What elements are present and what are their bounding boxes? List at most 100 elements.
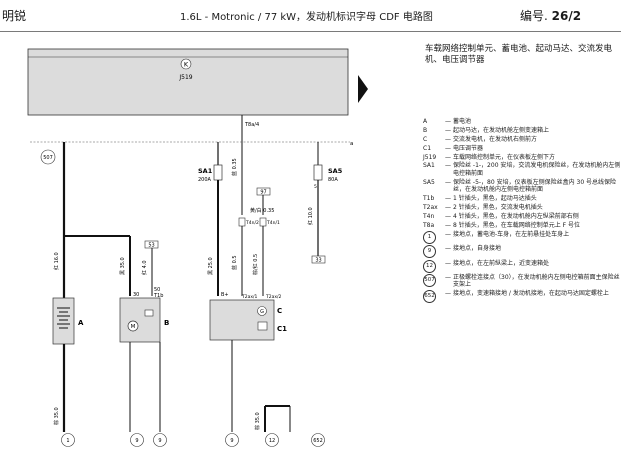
legend-key: C1 xyxy=(423,144,432,152)
pin-t4n1: T4n/1 xyxy=(266,220,280,226)
legend-text: 保险丝 -1-，200 安培，交流发电机保险丝，在发动机舱内左侧电控箱前面 xyxy=(453,162,621,177)
alternator-letter: G xyxy=(260,309,264,315)
regulator-symbol xyxy=(257,321,268,331)
legend-text: 车载网络控制单元，在仪表板左侧下方 xyxy=(453,153,556,161)
plug-t4n1 xyxy=(259,217,267,227)
page-number: 编号. 26/2 xyxy=(520,10,581,22)
regulator-label: C1 xyxy=(277,325,287,333)
ground-9a-label: 9 xyxy=(135,438,138,444)
pin-50: 50 xyxy=(154,287,160,293)
legend-item: SA1 —保险丝 -1-，200 安培，交流发电机保险丝，在发动机舱内左侧电控箱前… xyxy=(423,162,621,177)
legend-key: T8a xyxy=(423,221,435,229)
ground-12 xyxy=(265,433,279,447)
legend-text: 2 针插头，黑色，交流发电机插头 xyxy=(453,204,543,212)
legend-text: 交流发电机，在发动机右侧前方 xyxy=(453,135,538,143)
legend-key: T1b xyxy=(423,195,435,203)
legend-text: 8 针插头，黑色，在车载网络控制单元上 F 号位 xyxy=(453,221,580,229)
connector-507 xyxy=(40,149,56,165)
legend-circle-key: 507 xyxy=(423,273,443,289)
ground-9c-label: 9 xyxy=(230,438,233,444)
legend-dash: — xyxy=(445,162,451,170)
legend-dash: — xyxy=(445,153,451,161)
starter-motor-letter: M xyxy=(131,324,136,330)
legend-dash: — xyxy=(445,230,451,238)
wire5-label: 蓝 0.35 xyxy=(231,158,238,176)
pin-t4n2: T4n/2 xyxy=(245,220,259,226)
ground-9c xyxy=(225,433,239,447)
page-title: 1.6L - Motronic / 77 kW，发动机标识字母 CDF 电路图 xyxy=(180,12,433,23)
connector-97-label: 97 xyxy=(260,190,266,196)
wire6-label: 蓝 0.5 xyxy=(231,255,238,270)
legend-key: T4n xyxy=(423,213,435,221)
k-label: K xyxy=(184,61,189,69)
legend-dash: — xyxy=(445,221,451,229)
legend-circle-key: 9 xyxy=(423,245,443,259)
legend-circle-item: 12—接地点，在左前纵梁上，近变速箱处 xyxy=(423,259,621,273)
legend-key: J519 xyxy=(423,153,437,161)
header-rule xyxy=(0,31,621,32)
fuse-sa1-name: SA1 xyxy=(198,167,213,175)
fuse-sa5-name: SA5 xyxy=(328,167,343,175)
legend-key: T2ax xyxy=(423,204,438,212)
battery-label: A xyxy=(78,319,84,327)
pin-t8a4: T8a/4 xyxy=(244,122,259,128)
wire11-label: 棕 35.0 xyxy=(254,412,261,430)
legend-circle-item: 9—接地点，自身接地 xyxy=(423,245,621,259)
starter-b xyxy=(119,297,161,343)
legend-text: 接地点，蓄电池-车身，在左前悬挂处车身上 xyxy=(453,230,570,238)
legend-circle-key: 12 xyxy=(423,259,443,273)
starter-motor-symbol xyxy=(127,320,139,332)
legend-key: SA5 xyxy=(423,178,435,186)
legend-item: J519 —车载网络控制单元，在仪表板左侧下方 xyxy=(423,154,621,162)
legend-key: C xyxy=(423,135,428,143)
legend-circle-key: 652 xyxy=(423,290,443,304)
legend-dash: — xyxy=(445,290,451,298)
starter-solenoid xyxy=(144,309,154,317)
legend-dash: — xyxy=(445,273,451,281)
legend-dash: — xyxy=(445,118,451,125)
legend-circle-item: 1—接地点，蓄电池-车身，在左前悬挂处车身上 xyxy=(423,230,621,244)
j519-label: J519 xyxy=(178,74,192,81)
pin-t2ax1: T2ax/1 xyxy=(241,294,258,300)
legend-key: A xyxy=(423,118,428,125)
wire1-label: 红 16.0 xyxy=(53,252,60,270)
legend-item: T1b—1 针插头，黑色，起动马达插头 xyxy=(423,195,621,203)
continuation-arrow xyxy=(358,75,368,103)
legend-text: 1 针插头，黑色，起动马达插头 xyxy=(453,195,537,203)
legend-dash: — xyxy=(445,178,451,186)
legend-dash: — xyxy=(445,144,451,152)
connector-53-label: 53 xyxy=(148,243,154,249)
legend-key: SA1 xyxy=(423,162,435,170)
ground-12-label: 12 xyxy=(269,438,275,444)
legend-text: 电压调节器 xyxy=(453,144,484,152)
wire4-label: 黑 25.0 xyxy=(208,257,214,275)
pin-bplus: B+ xyxy=(221,292,229,298)
wire10-label: 棕 35.0 xyxy=(53,407,60,425)
legend-item: T8a —8 针插头，黑色，在车载网络控制单元上 F 号位 xyxy=(423,222,621,230)
wire8-label: 棕/红 0.5 xyxy=(252,254,259,275)
starter-label: B xyxy=(164,319,169,327)
fuse-sa5 xyxy=(313,164,323,181)
legend-text: 蓄电池 xyxy=(453,118,472,125)
wire7-label: 黄/白 0.35 xyxy=(250,207,274,214)
alternator-label: C xyxy=(277,307,282,315)
connector-507-label: 507 xyxy=(43,155,53,161)
ground-1-label: 1 xyxy=(66,438,69,444)
legend-text: 4 针插头，黑色，在发动机舱内左纵梁前部右侧 xyxy=(453,213,579,221)
legend-text: 正极螺栓连接点（30），在发动机舱内左侧电控箱前面主保险丝支架上 xyxy=(453,273,620,289)
bus-label-a: a xyxy=(350,141,353,147)
legend-circle-item: 652—接地点，变速箱接地 / 发动机接地，在起动马达固定螺栓上 xyxy=(423,290,621,304)
ground-652 xyxy=(311,433,325,447)
legend-text: 接地点，自身接地 xyxy=(453,245,502,253)
alternator-symbol xyxy=(257,306,267,316)
ground-9b-label: 9 xyxy=(158,438,161,444)
legend-key: B xyxy=(423,126,428,134)
legend-item: B—起动马达，在发动机舱左侧变速箱上 xyxy=(423,127,621,135)
legend-dash: — xyxy=(445,245,451,253)
legend-text: 接地点，在左前纵梁上，近变速箱处 xyxy=(453,259,550,267)
legend-dash: — xyxy=(445,204,451,212)
legend-item: C1 —电压调节器 xyxy=(423,145,621,153)
